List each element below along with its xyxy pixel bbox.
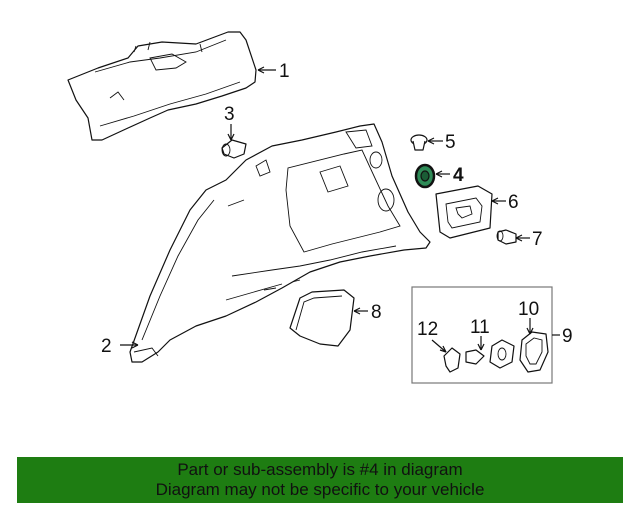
callout-5: 5 bbox=[445, 132, 456, 153]
part-2-lower-trim[interactable] bbox=[129, 123, 431, 363]
part-8-cover[interactable] bbox=[289, 289, 355, 347]
parts-diagram: 1 2 3 4 5 6 7 8 9 10 11 12 bbox=[67, 31, 573, 384]
banner-line-2: Diagram may not be specific to your vehi… bbox=[155, 480, 485, 499]
part-3-clip[interactable] bbox=[221, 139, 247, 159]
part-7-screw[interactable] bbox=[496, 229, 517, 245]
callout-8: 8 bbox=[371, 302, 382, 323]
part-4-grommet[interactable] bbox=[414, 163, 436, 189]
leader-lines bbox=[120, 66, 560, 353]
part-5-push-pin[interactable] bbox=[410, 134, 428, 151]
info-banner: Part or sub-assembly is #4 in diagram Di… bbox=[17, 457, 623, 503]
banner-line-1: Part or sub-assembly is #4 in diagram bbox=[177, 460, 463, 479]
callout-12: 12 bbox=[417, 319, 438, 340]
callout-6: 6 bbox=[508, 192, 519, 213]
part-11-fastener[interactable] bbox=[465, 339, 515, 369]
part-10-cover[interactable] bbox=[519, 331, 549, 373]
part-1-upper-trim[interactable] bbox=[67, 31, 257, 141]
part-12-clip[interactable] bbox=[443, 347, 461, 373]
callout-10: 10 bbox=[518, 299, 539, 320]
callout-3: 3 bbox=[224, 104, 235, 125]
callout-4: 4 bbox=[453, 165, 464, 186]
callout-7: 7 bbox=[532, 229, 543, 250]
part-6-bracket[interactable] bbox=[435, 185, 493, 239]
callout-9: 9 bbox=[562, 326, 573, 347]
callout-1: 1 bbox=[279, 61, 290, 82]
callout-11: 11 bbox=[470, 317, 490, 338]
callout-2: 2 bbox=[101, 336, 112, 357]
callout-labels: 1 2 3 4 5 6 7 8 9 10 11 12 bbox=[101, 61, 573, 357]
